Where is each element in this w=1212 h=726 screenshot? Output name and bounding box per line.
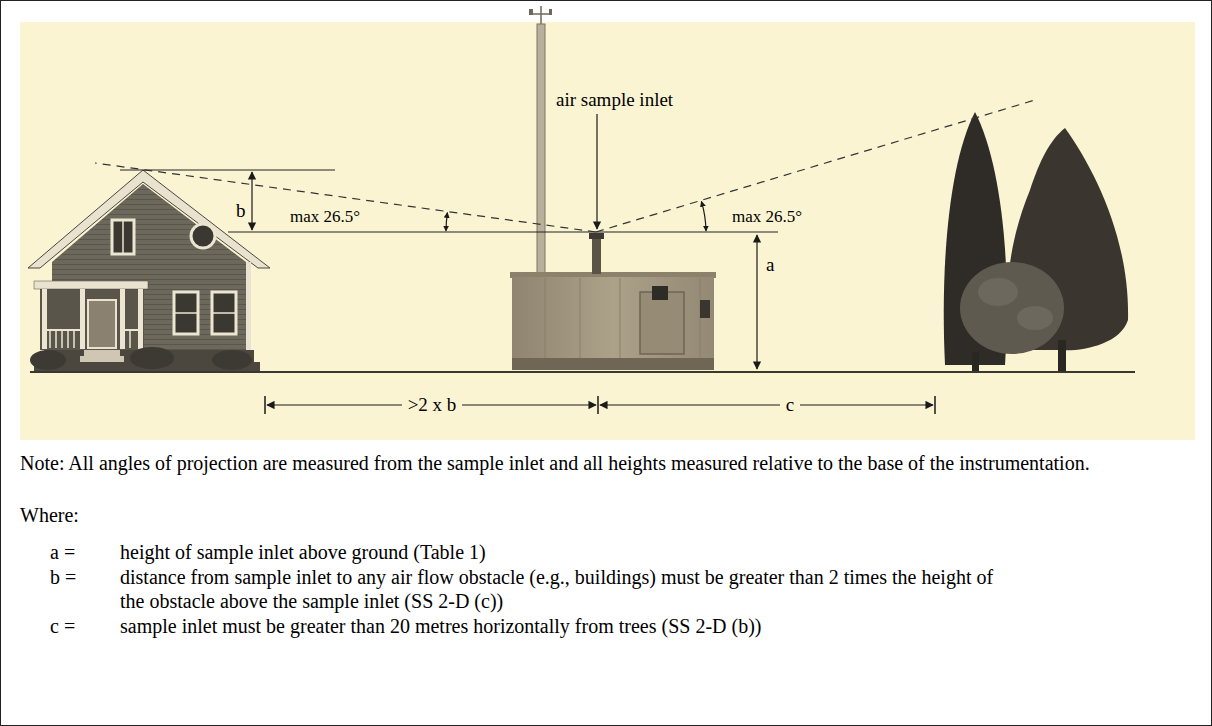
heading-text: Where: — [20, 503, 79, 527]
definition-text: sample inlet must be greater than 20 met… — [120, 614, 1000, 638]
definition-text: height of sample inlet above ground (Tab… — [120, 540, 1000, 564]
dimension-tick — [934, 396, 936, 414]
inlet-height-line — [228, 231, 778, 232]
window-muntin — [122, 220, 124, 254]
shrub — [30, 350, 66, 370]
porch-column — [42, 289, 47, 349]
porch-balusters — [50, 330, 130, 348]
projection-line — [596, 100, 1035, 232]
term-letter: b = — [50, 565, 76, 589]
gable-wall — [52, 184, 246, 262]
leader-arrow — [596, 114, 597, 229]
shelter-door — [640, 292, 684, 354]
broad-tree — [1008, 128, 1128, 350]
instrument-arm — [531, 13, 552, 15]
projection-line — [95, 163, 596, 232]
mast-tip — [540, 6, 542, 26]
shrub — [212, 350, 252, 370]
dimension-arrow — [251, 172, 252, 230]
panel-seams — [545, 278, 700, 358]
ground-line — [30, 371, 1135, 373]
porch-shadow — [40, 288, 144, 350]
callout-label: air sample inlet — [556, 89, 673, 112]
term-letter: a = — [50, 540, 75, 564]
note-text: Note: All angles of projection are measu… — [20, 451, 1190, 475]
dimension-line — [600, 404, 933, 405]
term-letter: c = — [50, 614, 75, 638]
lower-window — [174, 292, 198, 334]
porch-roof — [34, 281, 148, 289]
inlet-cap — [589, 233, 604, 239]
illustration-panel — [20, 22, 1195, 440]
meteorological-mast — [537, 24, 545, 274]
inlet-pipe — [592, 238, 601, 274]
tree-trunk — [1058, 340, 1066, 372]
bush-highlight — [1017, 306, 1053, 330]
dimension-letter: a — [766, 254, 774, 277]
shelter-body — [512, 277, 714, 359]
angle-arrow — [701, 201, 706, 231]
upper-window — [112, 220, 134, 254]
house-figure — [28, 170, 270, 372]
bush — [960, 262, 1064, 354]
shelter-skirt — [512, 358, 714, 370]
porch-step — [84, 350, 120, 356]
shrub — [130, 347, 174, 369]
wind-sensor — [529, 9, 533, 15]
trees-figure — [944, 112, 1128, 372]
porch-step — [80, 356, 124, 362]
dimension-tick — [597, 396, 599, 414]
wind-sensor — [549, 9, 552, 15]
roof-trim — [28, 170, 270, 268]
house-wall — [52, 262, 248, 350]
dimension-letter: c — [780, 394, 800, 417]
lower-window — [212, 292, 236, 334]
corner-trim — [246, 262, 251, 350]
shelter-window — [652, 286, 668, 300]
dimension-label: >2 x b — [402, 394, 463, 417]
porch-column — [120, 289, 125, 349]
window-muntin — [174, 312, 198, 314]
window-muntin — [212, 312, 236, 314]
front-door — [88, 300, 116, 348]
porch-column — [138, 289, 143, 349]
tree-trunk — [972, 352, 979, 372]
dimension-tick — [264, 396, 266, 414]
monitoring-shelter — [510, 6, 716, 370]
angle-arrow — [446, 213, 447, 232]
bush-highlight — [978, 278, 1018, 306]
angle-label: max 26.5° — [290, 207, 360, 227]
shelter-vent — [700, 300, 710, 318]
dimension-arrow — [756, 235, 757, 369]
round-window — [191, 224, 215, 248]
porch-column — [80, 289, 85, 349]
angle-label: max 26.5° — [732, 207, 802, 227]
dimension-letter: b — [236, 200, 246, 223]
definition-text: distance from sample inlet to any air fl… — [120, 565, 1000, 613]
porch-railing — [124, 329, 140, 331]
